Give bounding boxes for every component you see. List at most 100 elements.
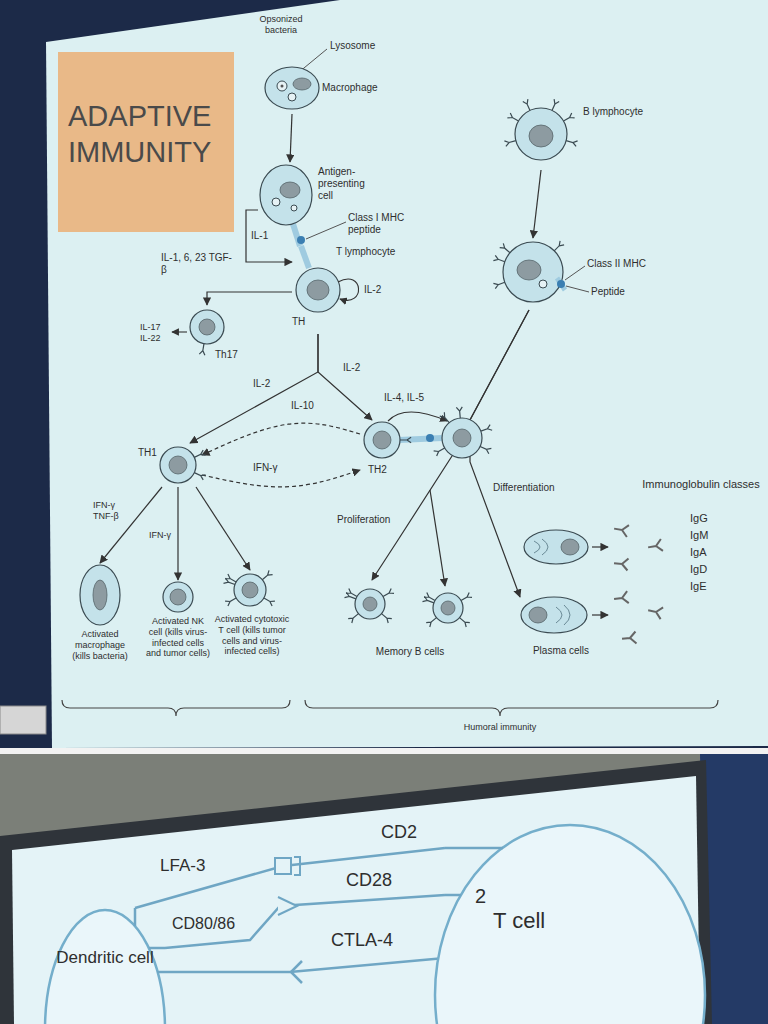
connector (290, 114, 292, 162)
annotation-label: Opsonized bacteria (250, 14, 312, 36)
cell-node: Memory B cells (340, 580, 480, 670)
cell-drawing (169, 456, 187, 474)
cell-drawing (445, 894, 461, 897)
cell-drawing (556, 605, 570, 625)
branch-arrow (430, 490, 445, 586)
cell-drawing (503, 242, 563, 302)
annotation-label: Humoral immunity (440, 722, 560, 733)
cell-drawing (500, 243, 510, 252)
annotation-label: IL-4, IL-5 (384, 392, 436, 404)
screen-frame (0, 0, 768, 752)
cell-drawing (225, 598, 236, 606)
cell-label: Plasma cells (520, 645, 602, 657)
cell-drawing (199, 319, 215, 335)
cell-drawing (355, 589, 385, 619)
cell-drawing (521, 597, 587, 633)
connector-label: IFN-γ TNF-β (92, 500, 130, 522)
cell-drawing (280, 182, 300, 198)
connector-label: IL-10 (290, 400, 315, 412)
connector (318, 334, 372, 420)
connector-label: IL-2 (342, 362, 361, 374)
cell-drawing (534, 539, 548, 555)
cell-drawing (561, 539, 579, 555)
connector-label: IFN-γ (148, 530, 172, 541)
cell-drawing (160, 447, 196, 483)
cell-drawing (400, 437, 411, 443)
cell-node: Activated cytotoxic T cell (kills tumor … (214, 570, 290, 698)
cell-drawing (234, 574, 266, 606)
connector-label: CTLA-4 (330, 930, 394, 952)
cell-label: 2 (475, 884, 499, 908)
connector-label: IL-1, 6, 23 TGF-β (160, 252, 234, 276)
cell-drawing (566, 141, 578, 147)
cell-drawing (565, 266, 585, 280)
bracket (62, 700, 290, 716)
cell-drawing (557, 278, 565, 290)
annotation-label: IgG (690, 512, 720, 525)
cell-label: Antigen-presenting cell (318, 166, 378, 202)
cell-outline (445, 840, 695, 1024)
connector-label: IL-2 (252, 378, 271, 390)
cell-node: Dendritic cell (45, 908, 165, 1024)
annotation-label: Immunoglobulin classes (640, 478, 762, 491)
cell-drawing (539, 280, 547, 288)
cell-drawing (557, 280, 565, 288)
connector (196, 487, 250, 570)
receptor-symbol (291, 961, 302, 983)
activated-b-cell (434, 407, 493, 458)
connector-label: IFN-γ (252, 462, 278, 474)
peptide-dot (426, 434, 434, 442)
receptor-symbol (480, 425, 492, 434)
cell-label: Activated NK cell (kills virus-infected … (144, 616, 212, 659)
cell-drawing (157, 971, 165, 974)
antibody-symbol (614, 557, 629, 570)
cell-label: Activated macrophage (kills bacteria) (66, 629, 134, 661)
receptor-symbol (434, 445, 447, 456)
cell-drawing (346, 589, 357, 597)
cell-drawing (493, 255, 504, 261)
secretion-arrow (592, 546, 608, 547)
cell-node: Activated NK cell (kills virus-infected … (144, 580, 212, 690)
cell-label: TH (292, 316, 312, 328)
cell-drawing (564, 113, 575, 121)
receptor-symbol (440, 412, 452, 424)
cell-drawing (307, 280, 329, 300)
cell-label: T lymphocyte (336, 246, 406, 258)
antibody-symbol (613, 591, 629, 605)
cell-node: T lymphocyteTH (292, 244, 408, 334)
cell-drawing (382, 614, 392, 623)
connector (470, 310, 529, 597)
cell-node: TH1 (138, 443, 202, 487)
cell-node: Macrophage (262, 64, 387, 114)
cell-drawing (566, 286, 589, 292)
cell-drawing (554, 241, 564, 251)
cell-drawing (277, 81, 287, 91)
cell-node: B lymphocyte (505, 92, 655, 170)
cell-drawing (515, 108, 567, 160)
receptor-symbol (294, 857, 300, 875)
cell-drawing (262, 570, 272, 579)
cell-drawing (272, 198, 280, 206)
cell-drawing (45, 910, 165, 1024)
cell-drawing (93, 580, 107, 610)
leader-line (306, 222, 346, 239)
connector (100, 487, 162, 563)
annotation-label: IgE (690, 580, 720, 593)
cell-node: TH2 (360, 420, 406, 484)
ligand-symbol (275, 858, 291, 874)
cell-drawing (291, 205, 297, 211)
cell-drawing (163, 582, 193, 612)
cell-drawing (507, 113, 518, 121)
photo-divider (0, 748, 768, 754)
slide-icon (0, 706, 46, 734)
cell-drawing (460, 618, 470, 627)
cell-drawing (199, 344, 205, 356)
connector-label: CD2 (380, 822, 418, 844)
cell-label: Memory B cells (340, 646, 480, 658)
cell-drawing (224, 578, 236, 584)
cell-drawing (288, 93, 296, 101)
title-text: ADAPTIVE IMMUNITY (58, 52, 234, 171)
cell-drawing (242, 582, 258, 598)
connector (207, 292, 292, 305)
connector (165, 895, 445, 948)
